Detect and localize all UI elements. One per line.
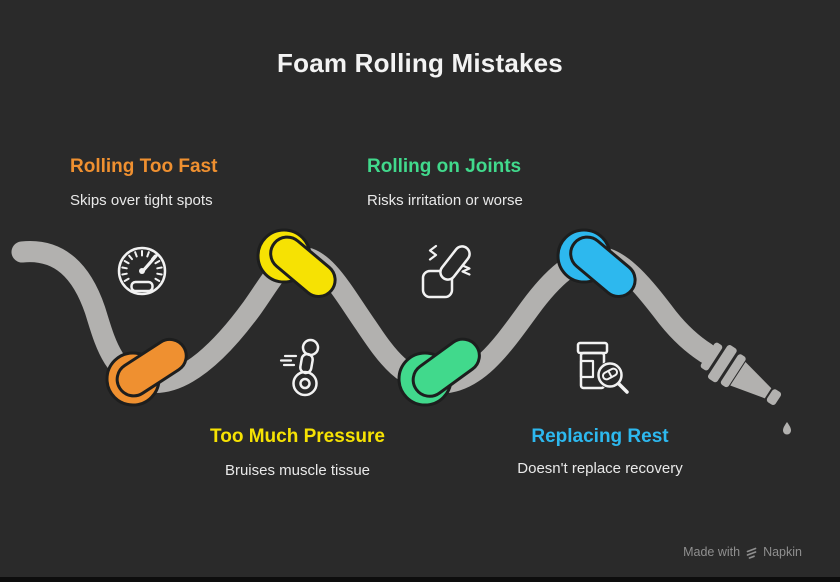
section-too-much-pressure: Too Much Pressure Bruises muscle tissue [205,424,390,480]
section-heading: Replacing Rest [531,426,669,447]
pill-bottle-icon [576,341,629,394]
watermark-brand: Napkin [763,545,802,559]
section-description: Doesn't replace recovery [517,460,683,477]
page-title: Foam Rolling Mistakes [277,48,563,78]
knot-rolling-too-fast [105,337,188,407]
bottom-edge-bar [0,577,840,582]
section-description: Bruises muscle tissue [224,462,371,479]
section-heading: Too Much Pressure [210,426,385,447]
section-rolling-too-fast: Rolling Too Fast Skips over tight spots [70,154,300,210]
drip-droplet [783,422,791,435]
person-on-roller-icon [279,338,320,397]
section-rolling-on-joints: Rolling on Joints Risks irritation or wo… [367,154,607,210]
knot-rolling-on-joints [397,337,481,407]
section-replacing-rest: Replacing Rest Doesn't replace recovery [490,424,710,478]
watermark-prefix: Made with [683,545,741,559]
knot-too-much-pressure [256,228,337,298]
section-heading: Rolling on Joints [367,156,522,177]
section-description: Risks irritation or worse [367,192,523,209]
joint-pain-icon [421,244,471,299]
made-with-napkin-watermark: Made with Napkin [683,545,802,559]
speedometer-icon [117,246,167,296]
hose-nozzle [692,339,782,405]
napkin-logo-icon [746,547,757,559]
section-description: Skips over tight spots [70,192,213,209]
knot-replacing-rest [556,228,637,298]
section-heading: Rolling Too Fast [70,156,218,177]
